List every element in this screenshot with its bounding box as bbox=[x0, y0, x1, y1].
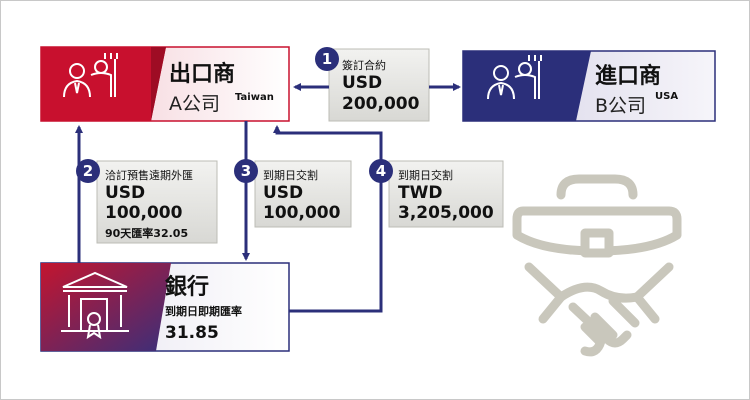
step2-amount: 100,000 bbox=[105, 203, 183, 223]
importer-company: B公司 bbox=[595, 95, 647, 117]
step1-currency: USD bbox=[342, 73, 383, 93]
step4-currency: TWD bbox=[398, 183, 443, 203]
step2-label: 洽訂預售遠期外匯 bbox=[105, 169, 193, 182]
arrow-bank-to-exporter-twd bbox=[273, 125, 383, 313]
business-people-icon-importer bbox=[487, 55, 542, 100]
step3-amount: 100,000 bbox=[263, 203, 341, 223]
step1-badge: 1 bbox=[315, 47, 339, 71]
step4-panel bbox=[388, 160, 504, 228]
step2-badge: 2 bbox=[76, 159, 100, 183]
step4-label: 到期日交割 bbox=[398, 169, 453, 182]
step2-panel bbox=[96, 160, 218, 244]
exporter-box bbox=[40, 46, 290, 122]
bank-name: 銀行 bbox=[165, 275, 210, 300]
bank-rate: 31.85 bbox=[165, 323, 219, 343]
handshake-briefcase-icon bbox=[512, 174, 682, 357]
step2-currency: USD bbox=[105, 183, 146, 203]
step1-panel bbox=[328, 48, 430, 122]
step4-amount: 3,205,000 bbox=[398, 203, 494, 223]
importer-location: USA bbox=[655, 91, 679, 102]
step1-amount: 200,000 bbox=[342, 94, 420, 114]
step3-label: 到期日交割 bbox=[263, 169, 318, 182]
step3-badge: 3 bbox=[234, 159, 258, 183]
bank-certificate-icon bbox=[61, 271, 129, 340]
exporter-location: Taiwan bbox=[235, 92, 274, 103]
importer-box bbox=[462, 50, 716, 122]
step3-currency: USD bbox=[263, 183, 304, 203]
exporter-company: A公司 bbox=[169, 93, 220, 115]
exporter-name: 出口商 bbox=[169, 62, 236, 87]
step3-panel bbox=[254, 160, 352, 228]
business-people-icon bbox=[63, 53, 118, 98]
bank-rate-label: 到期日即期匯率 bbox=[165, 305, 242, 318]
importer-name: 進口商 bbox=[595, 64, 662, 89]
step1-label: 簽訂合約 bbox=[342, 59, 386, 72]
step2-note: 90天匯率32.05 bbox=[105, 227, 189, 240]
step4-badge: 4 bbox=[369, 159, 393, 183]
